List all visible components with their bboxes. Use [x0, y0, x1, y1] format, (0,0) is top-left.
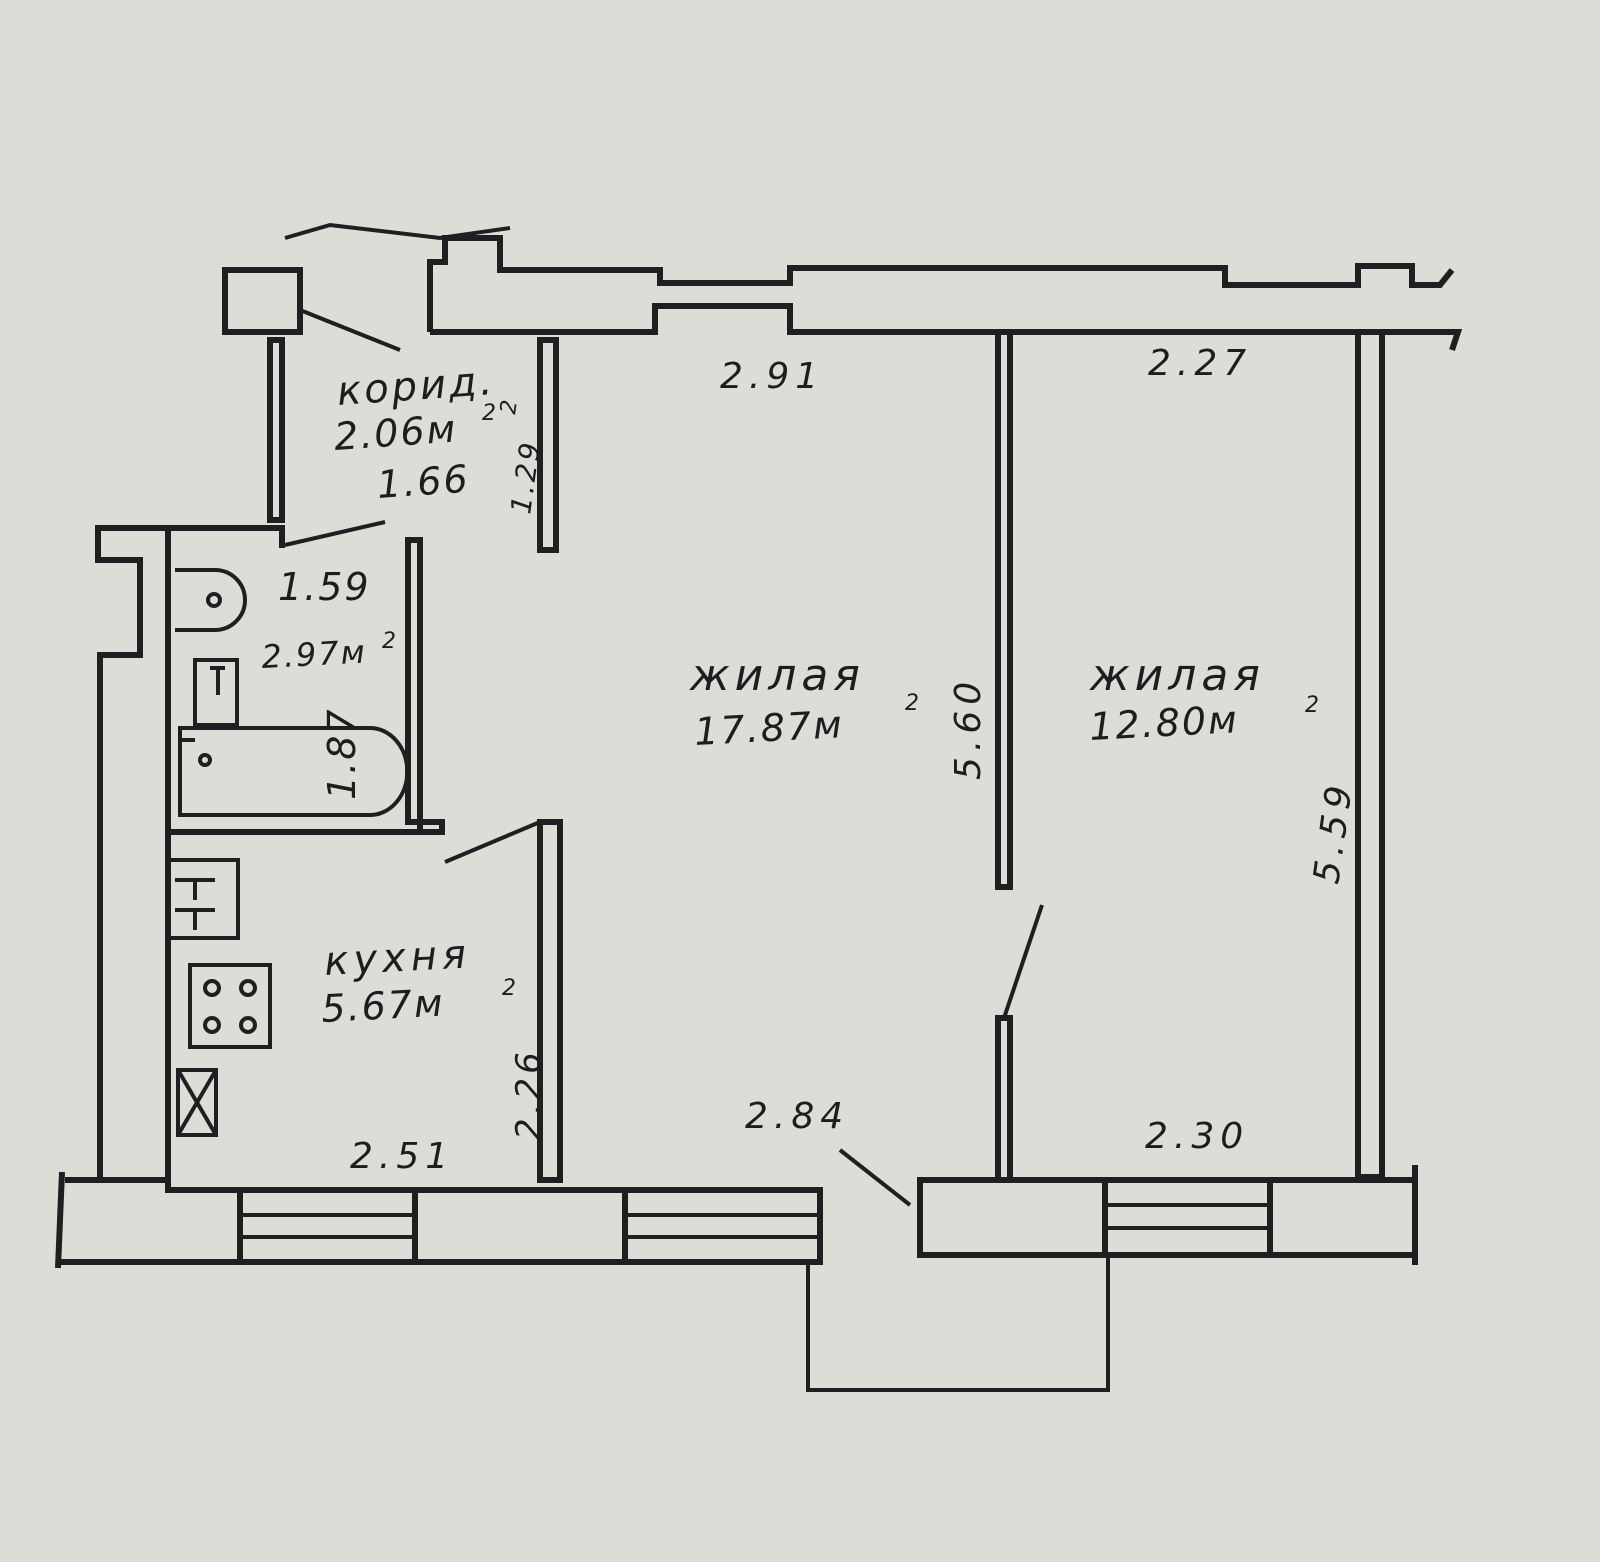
corridor-height-unit: 2: [496, 398, 523, 415]
living-large-area: 17.87м: [693, 702, 845, 754]
living-large-bottom-dim: 2.84: [745, 1096, 849, 1137]
bathroom-area-unit: 2: [382, 629, 396, 654]
living-large-area-unit: 2: [905, 691, 919, 716]
bathroom-area: 2.97м: [260, 633, 367, 676]
living-small-top-dim: 2.27: [1148, 343, 1252, 384]
living-small-area-unit: 2: [1305, 693, 1319, 718]
kitchen-width: 2.51: [350, 1136, 454, 1177]
bathroom-width: 1.59: [278, 565, 371, 609]
kitchen-sink-icon: [166, 858, 240, 940]
living-large-top-dim: 2.91: [720, 356, 824, 397]
bathroom-walls: [168, 537, 445, 835]
toilet-icon: [175, 568, 248, 632]
south-wall: [55, 1148, 1418, 1269]
sink-icon: [193, 658, 239, 727]
living-large-side-dim: 5.60: [948, 676, 989, 780]
living-large-name: жилая: [689, 650, 865, 701]
corridor-area-unit: 2: [482, 401, 496, 426]
ventilation-icon: [176, 1068, 218, 1137]
corridor-width: 1.66: [376, 457, 471, 507]
ventilation-shaft: [222, 267, 401, 352]
living-small-bottom-dim: 2.30: [1145, 1116, 1249, 1157]
living-partition: [995, 329, 1044, 1183]
east-wall: [1355, 329, 1385, 1180]
corridor-name: корид.: [335, 358, 496, 415]
north-wall: [284, 222, 1463, 351]
kitchen-area: 5.67м: [320, 981, 445, 1031]
stove-icon: [188, 963, 272, 1049]
kitchen-walls: [444, 819, 563, 1183]
balcony-icon: [806, 1255, 1110, 1392]
corridor-walls: [267, 337, 559, 553]
living-small-area: 12.80м: [1088, 697, 1240, 749]
living-small-name: жилая: [1089, 650, 1265, 701]
living-small-side-dim: 5.59: [1306, 777, 1361, 886]
kitchen-name: кухня: [323, 931, 472, 985]
kitchen-area-unit: 2: [502, 976, 516, 1001]
kitchen-height: 2.26: [509, 1048, 549, 1140]
corridor-area: 2.06м: [333, 406, 459, 458]
bathtub-icon: [178, 726, 410, 817]
bathroom-height: 1.87: [320, 707, 364, 800]
